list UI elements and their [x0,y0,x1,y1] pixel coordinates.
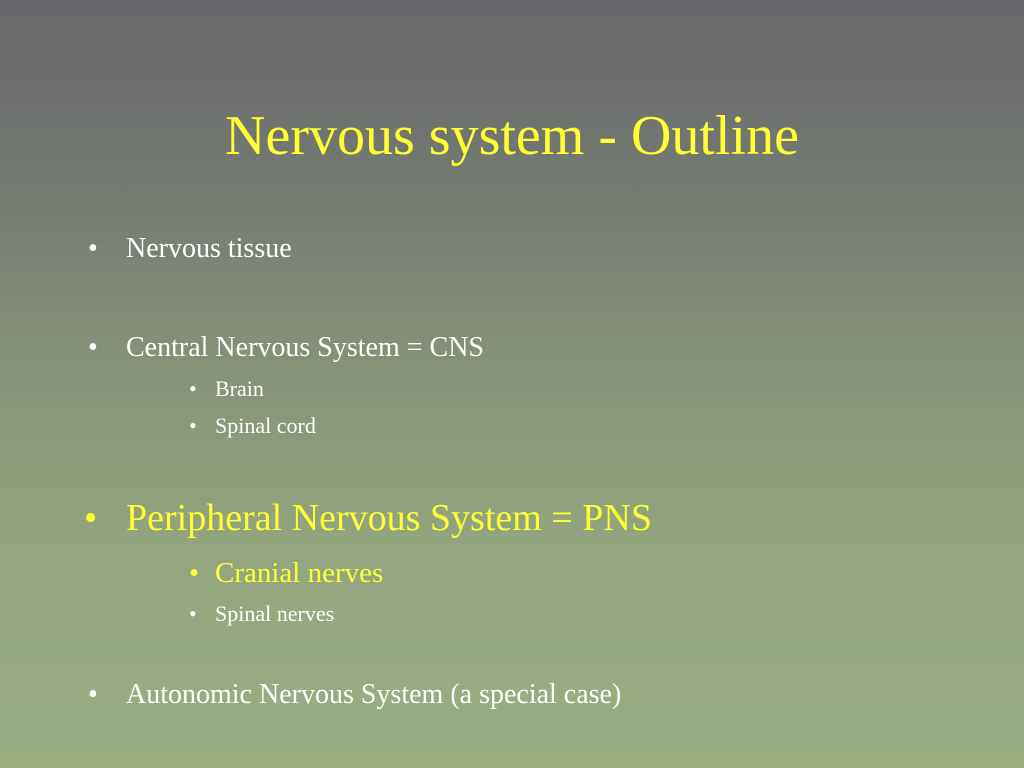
bullet-glyph: • [88,332,98,363]
bullet-glyph: • [88,233,98,264]
bullet-glyph: • [189,601,197,626]
bullet-text: Brain [215,376,264,401]
bullet-text: Autonomic Nervous System (a special case… [126,679,622,710]
slide-title: Nervous system - Outline [225,105,799,167]
bullet-glyph: • [189,413,197,438]
bullet-text: Central Nervous System = CNS [126,332,484,363]
bullet-glyph: • [189,376,197,401]
bullet-glyph: • [84,497,98,539]
bullet-text: Spinal nerves [215,601,335,626]
bullet-glyph: • [88,679,98,710]
bullet-text: Spinal cord [215,413,316,438]
bullet-text: Peripheral Nervous System = PNS [126,497,652,539]
bullet-text: Nervous tissue [126,233,292,264]
bullet-text: Cranial nerves [215,557,384,589]
bullet-glyph: • [189,557,200,589]
